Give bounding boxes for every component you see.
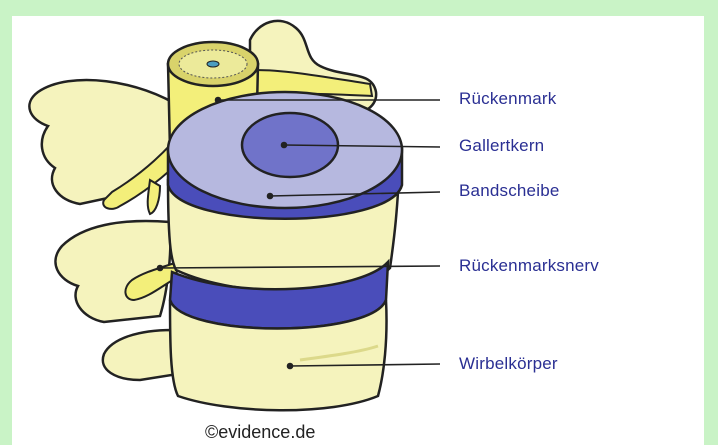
label-rueckenmark: Rückenmark: [459, 89, 556, 109]
spinal-canal-center: [207, 61, 219, 67]
spinous-process-bottom: [103, 330, 178, 380]
nerve-branch: [148, 180, 160, 214]
pointer-dot-bandscheibe: [268, 194, 273, 199]
pointer-dot-rueckenmarksnerv: [158, 266, 163, 271]
pointer-dot-wirbelkoerper: [288, 364, 293, 369]
label-gallertkern: Gallertkern: [459, 136, 544, 156]
label-rueckenmarksnerv: Rückenmarksnerv: [459, 256, 599, 276]
label-wirbelkoerper: Wirbelkörper: [459, 354, 558, 374]
label-bandscheibe: Bandscheibe: [459, 181, 560, 201]
credit-text: ©evidence.de: [205, 422, 315, 443]
pointer-dot-gallertkern: [282, 143, 287, 148]
pointer-dot-rueckenmark: [216, 98, 221, 103]
